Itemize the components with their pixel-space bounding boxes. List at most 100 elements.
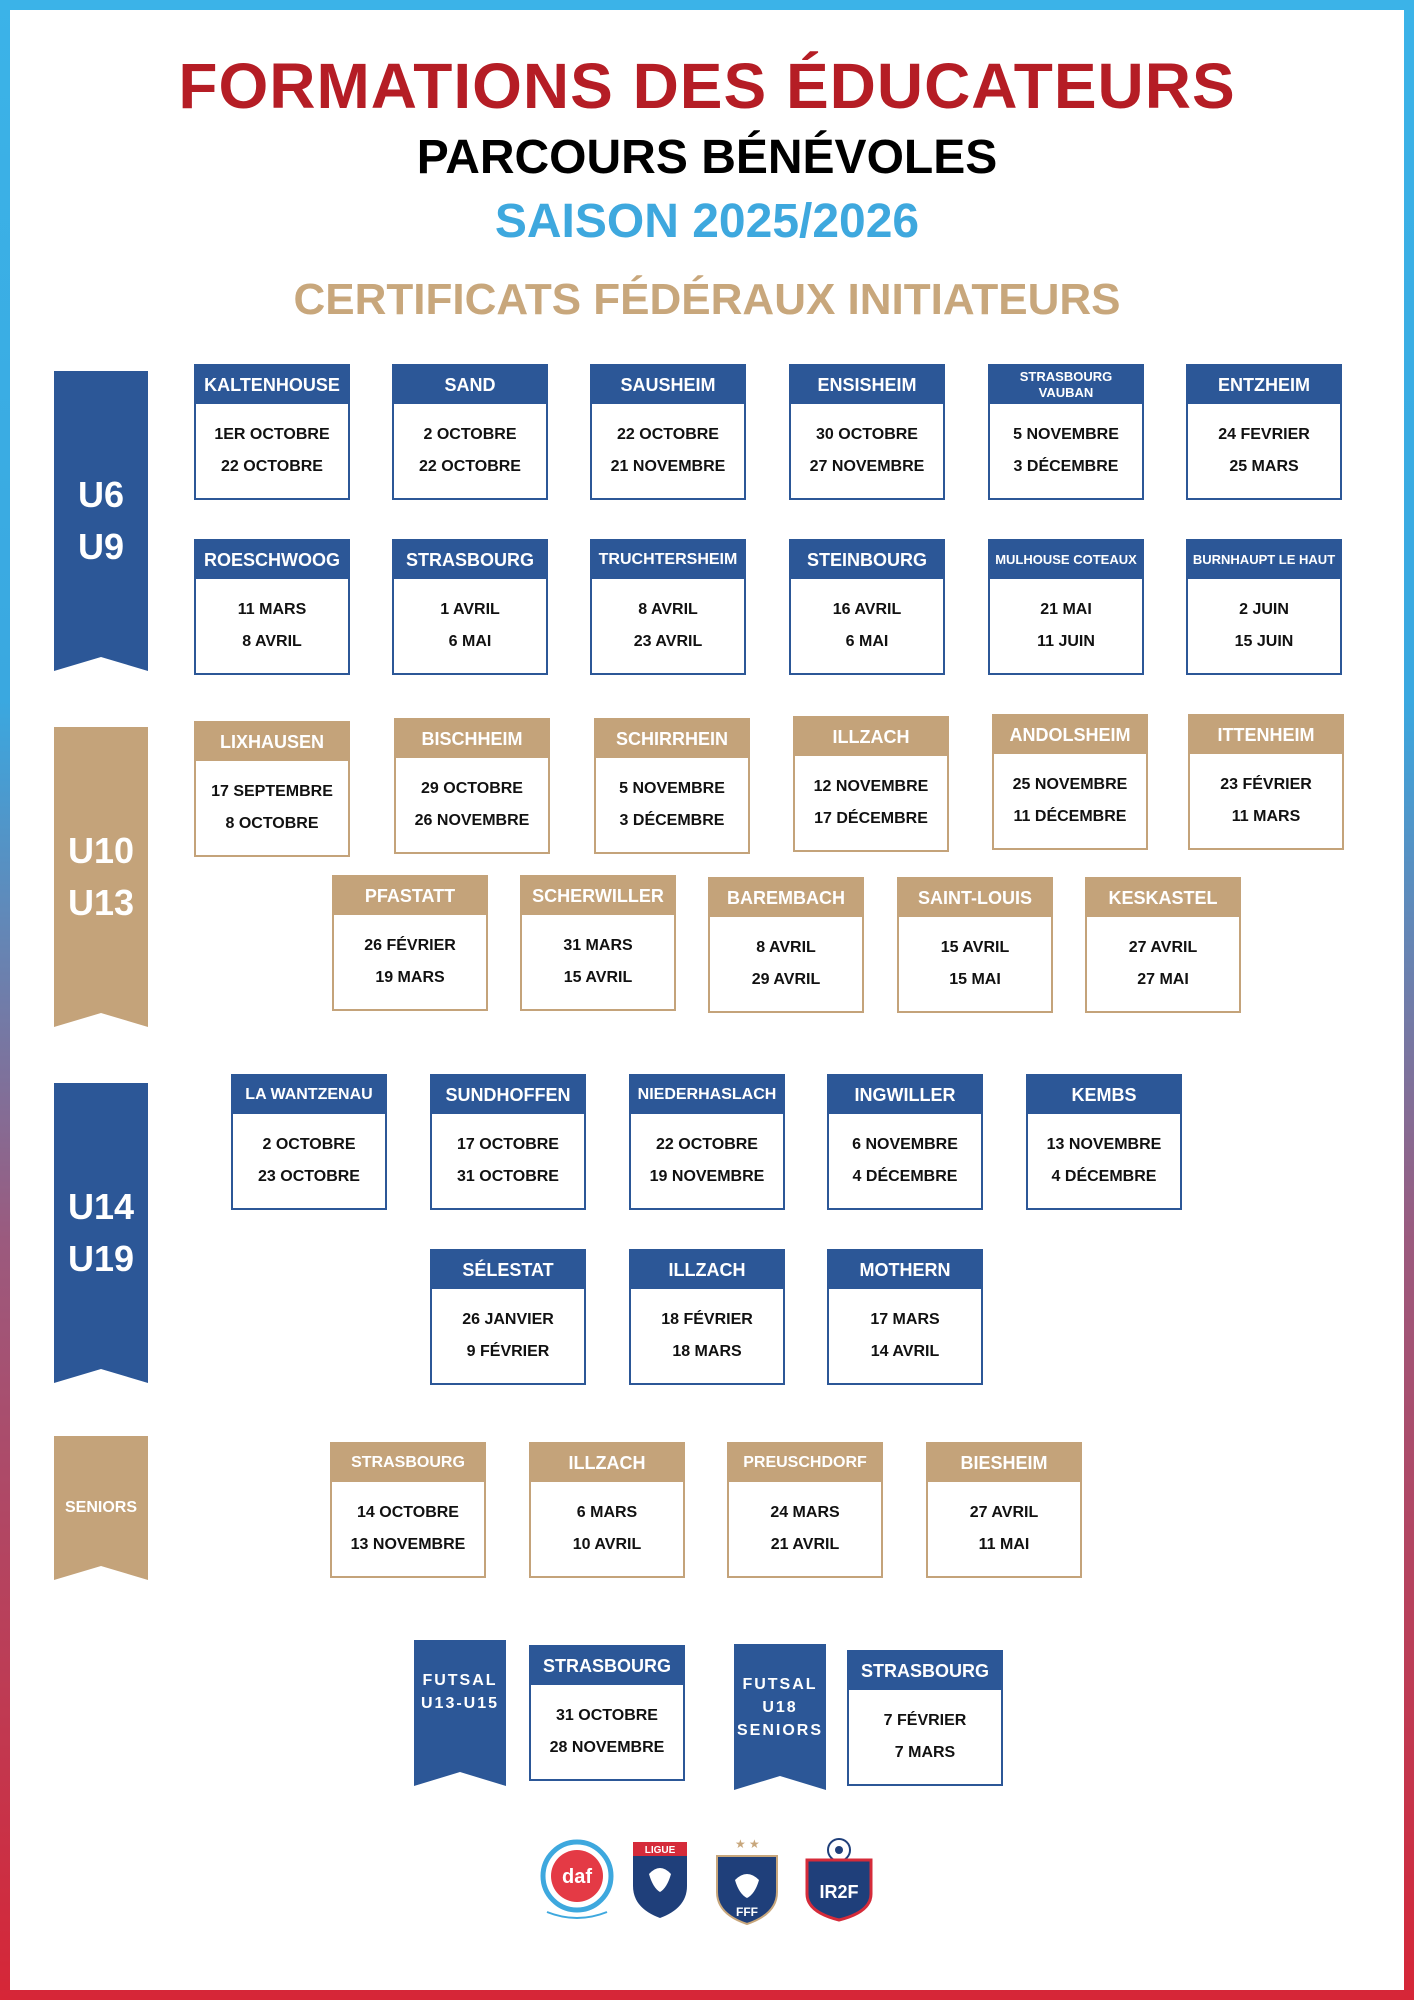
session-date-start: 7 FÉVRIER — [883, 1712, 967, 1729]
ir2f-logo-text: IR2F — [819, 1882, 858, 1902]
session-date-start: 17 MARS — [870, 1311, 940, 1328]
session-card: LA WANTZENAU 2 OCTOBRE 23 OCTOBRE — [231, 1074, 387, 1210]
session-location: LA WANTZENAU — [233, 1076, 385, 1114]
session-card: MOTHERN 17 MARS 14 AVRIL — [827, 1249, 983, 1385]
session-date-end: 10 AVRIL — [572, 1536, 642, 1553]
session-location: BURNHAUPT LE HAUT — [1188, 541, 1340, 579]
session-date-start: 2 OCTOBRE — [262, 1136, 356, 1153]
session-date-end: 23 OCTOBRE — [258, 1168, 360, 1185]
session-date-end: 15 JUIN — [1234, 633, 1294, 650]
session-date-start: 18 FÉVRIER — [661, 1311, 753, 1328]
session-dates: 26 FÉVRIER 19 MARS — [334, 915, 486, 1009]
session-date-start: 15 AVRIL — [940, 939, 1010, 956]
session-date-end: 27 MAI — [1137, 971, 1189, 988]
ribbon-label: U13-U15 — [420, 1695, 500, 1712]
session-date-start: 2 JUIN — [1239, 601, 1289, 618]
session-dates: 22 OCTOBRE 21 NOVEMBRE — [592, 404, 744, 498]
session-date-start: 5 NOVEMBRE — [1013, 426, 1119, 443]
session-date-start: 27 AVRIL — [1128, 939, 1198, 956]
session-date-end: 28 NOVEMBRE — [549, 1739, 665, 1756]
session-date-end: 19 MARS — [375, 969, 445, 986]
session-location: ITTENHEIM — [1190, 716, 1342, 754]
session-date-start: 22 OCTOBRE — [617, 426, 719, 443]
session-date-end: 21 NOVEMBRE — [610, 458, 726, 475]
session-date-start: 6 NOVEMBRE — [852, 1136, 958, 1153]
session-location: SAUSHEIM — [592, 366, 744, 404]
session-date-end: 4 DÉCEMBRE — [1051, 1168, 1157, 1185]
session-location: NIEDERHASLACH — [631, 1076, 783, 1114]
session-date-start: 24 FEVRIER — [1218, 426, 1310, 443]
ribbon-label: U9 — [77, 526, 125, 567]
session-card: BURNHAUPT LE HAUT 2 JUIN 15 JUIN — [1186, 539, 1342, 675]
session-date-end: 14 AVRIL — [870, 1343, 940, 1360]
session-date-end: 15 AVRIL — [563, 969, 633, 986]
session-date-start: 11 MARS — [237, 601, 307, 618]
session-date-start: 17 OCTOBRE — [457, 1136, 559, 1153]
section-title: CERTIFICATS FÉDÉRAUX INITIATEURS — [293, 275, 1121, 324]
daf-logo-text: daf — [562, 1866, 592, 1888]
session-dates: 22 OCTOBRE 19 NOVEMBRE — [631, 1114, 783, 1208]
ribbon-label: FUTSAL — [742, 1675, 818, 1693]
session-location: MOTHERN — [829, 1251, 981, 1289]
session-date-start: 21 MAI — [1040, 601, 1092, 618]
session-location: BISCHHEIM — [396, 720, 548, 758]
session-date-end: 11 MAI — [978, 1536, 1030, 1553]
ir2f-logo-icon: IR2F — [801, 1836, 877, 1927]
session-date-start: 22 OCTOBRE — [656, 1136, 758, 1153]
session-date-start: 6 MARS — [576, 1504, 638, 1521]
season-label: SAISON 2025/2026 — [494, 195, 920, 248]
session-date-start: 1ER OCTOBRE — [214, 426, 330, 443]
session-date-end: 3 DÉCEMBRE — [619, 812, 725, 829]
session-location: SUNDHOFFEN — [432, 1076, 584, 1114]
session-location: ILLZACH — [795, 718, 947, 756]
session-location: PFASTATT — [334, 877, 486, 915]
partner-logos: daf LIGUE ★ ★ FFF IR2F — [537, 1836, 877, 1926]
page-title: FORMATIONS DES ÉDUCATEURS — [178, 50, 1236, 122]
session-dates: 27 AVRIL 27 MAI — [1087, 917, 1239, 1011]
session-location: MULHOUSE COTEAUX — [990, 541, 1142, 579]
session-date-start: 31 MARS — [563, 937, 633, 954]
session-date-end: 19 NOVEMBRE — [649, 1168, 765, 1185]
session-date-end: 27 NOVEMBRE — [809, 458, 925, 475]
session-date-start: 14 OCTOBRE — [357, 1504, 459, 1521]
session-location: LIXHAUSEN — [196, 723, 348, 761]
session-date-end: 22 OCTOBRE — [419, 458, 521, 475]
session-location: STRASBOURG — [332, 1444, 484, 1482]
session-date-start: 17 SEPTEMBRE — [211, 783, 333, 800]
session-date-start: 26 FÉVRIER — [364, 937, 456, 954]
